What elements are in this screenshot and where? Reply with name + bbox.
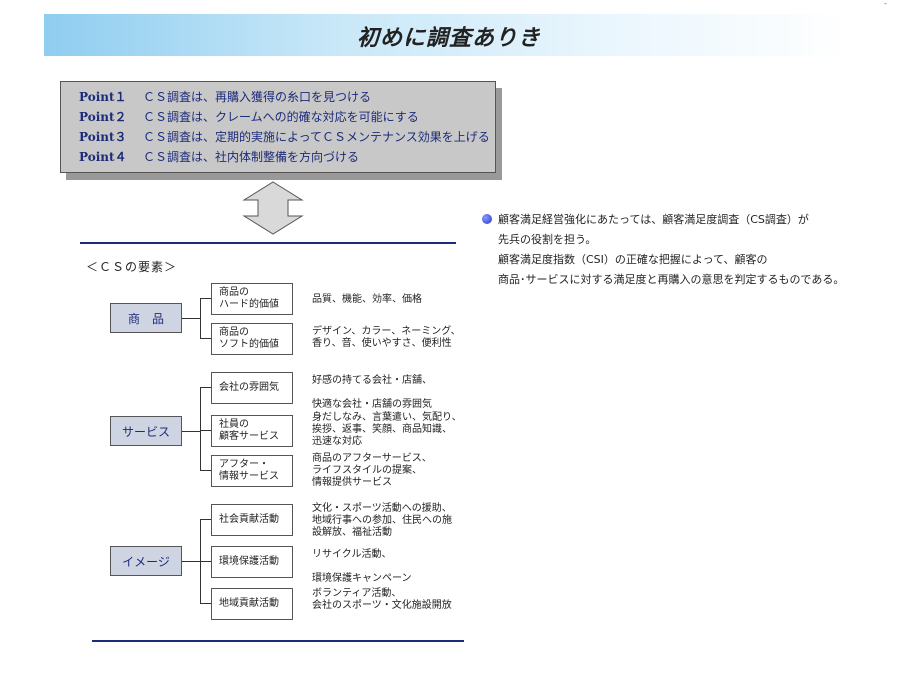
- connector: [200, 298, 201, 339]
- point-text: ＣＳ調査は、社内体制整備を方向づける: [143, 150, 360, 164]
- point-label: Point３: [79, 130, 127, 144]
- connector: [200, 338, 211, 339]
- sub-element-description: デザイン、カラー、ネーミング、 香り、音、使いやすさ、便利性: [312, 326, 461, 349]
- cs-elements-heading: ＜ＣＳの要素＞: [86, 260, 178, 274]
- connector: [200, 387, 211, 388]
- sub-element-box: 環境保護活動: [211, 546, 293, 578]
- sub-element-description: 好感の持てる会社・店舗、 快適な会社・店舗の雰囲気: [312, 375, 432, 410]
- connector: [200, 470, 211, 471]
- connector: [200, 561, 211, 562]
- connector: [200, 298, 211, 299]
- point-label: Point２: [79, 110, 127, 124]
- connector: [182, 561, 200, 562]
- sub-element-box: 社員の 顧客サービス: [211, 415, 293, 447]
- point-row: Point１ ＣＳ調査は、再購入獲得の糸口を見つける: [79, 88, 371, 108]
- corner-mark: ‐: [884, 0, 887, 8]
- sub-element-description: ボランティア活動、 会社のスポーツ・文化施設開放: [312, 588, 452, 611]
- sub-element-box: 地域貢献活動: [211, 588, 293, 620]
- page-title: 初めに調査ありき: [356, 26, 541, 51]
- point-label: Point４: [79, 150, 127, 164]
- summary-text: 顧客満足経営強化にあたっては、顧客満足度調査（CS調査）が 先兵の役割を担う。 …: [482, 210, 844, 290]
- connector: [200, 519, 211, 520]
- point-row: Point２ ＣＳ調査は、クレームへの的確な対応を可能にする: [79, 108, 419, 128]
- sub-element-description: 身だしなみ、言葉遣い、気配り、 挨拶、返事、笑顔、商品知識、 迅速な対応: [312, 412, 462, 447]
- summary-line: 先兵の役割を担う。: [498, 233, 597, 246]
- sub-element-box: アフター・ 情報サービス: [211, 455, 293, 487]
- bullet-icon: [482, 214, 492, 224]
- sub-element-description: 商品のアフターサービス、 ライフスタイルの提案、 情報提供サービス: [312, 453, 432, 488]
- point-row: Point４ ＣＳ調査は、社内体制整備を方向づける: [79, 148, 359, 168]
- connector: [200, 387, 201, 471]
- point-text: ＣＳ調査は、再購入獲得の糸口を見つける: [143, 90, 372, 104]
- category-service: サービス: [110, 416, 182, 446]
- connector: [182, 431, 200, 432]
- sub-element-box: 商品の ソフト的価値: [211, 323, 293, 355]
- summary-line: 商品･サービスに対する満足度と再購入の意思を判定するものである。: [498, 273, 845, 286]
- points-box: Point１ ＣＳ調査は、再購入獲得の糸口を見つける Point２ ＣＳ調査は、クレ…: [60, 81, 496, 173]
- summary-line-text: 顧客満足経営強化にあたっては、顧客満足度調査（CS調査）が: [498, 213, 809, 226]
- point-text: ＣＳ調査は、定期的実施によってＣＳメンテナンス効果を上げる: [143, 130, 490, 144]
- sub-element-description: リサイクル活動、 環境保護キャンペーン: [312, 549, 412, 584]
- connector: [182, 318, 200, 319]
- point-text: ＣＳ調査は、クレームへの的確な対応を可能にする: [143, 110, 419, 124]
- sub-element-description: 品質、機能、効率、価格: [312, 294, 422, 305]
- summary-line: 顧客満足度指数（CSI）の正確な把握によって、顧客の: [498, 253, 768, 266]
- sub-element-box: 商品の ハード的価値: [211, 283, 293, 315]
- sub-element-description: 文化・スポーツ活動への援助、 地域行事への参加、住民への施 設解放、福祉活動: [312, 503, 452, 538]
- divider-bottom: [92, 640, 464, 642]
- category-product: 商 品: [110, 303, 182, 333]
- divider-top: [80, 242, 456, 244]
- sub-element-box: 会社の雰囲気: [211, 372, 293, 404]
- summary-line: 顧客満足経営強化にあたっては、顧客満足度調査（CS調査）が: [482, 210, 844, 230]
- connector: [200, 430, 211, 431]
- point-label: Point１: [79, 90, 127, 104]
- connector: [200, 603, 211, 604]
- double-arrow-icon: [242, 181, 304, 235]
- title-banner: 初めに調査ありき: [44, 14, 854, 56]
- point-row: Point３ ＣＳ調査は、定期的実施によってＣＳメンテナンス効果を上げる: [79, 128, 490, 148]
- category-image: イメージ: [110, 546, 182, 576]
- sub-element-box: 社会貢献活動: [211, 504, 293, 536]
